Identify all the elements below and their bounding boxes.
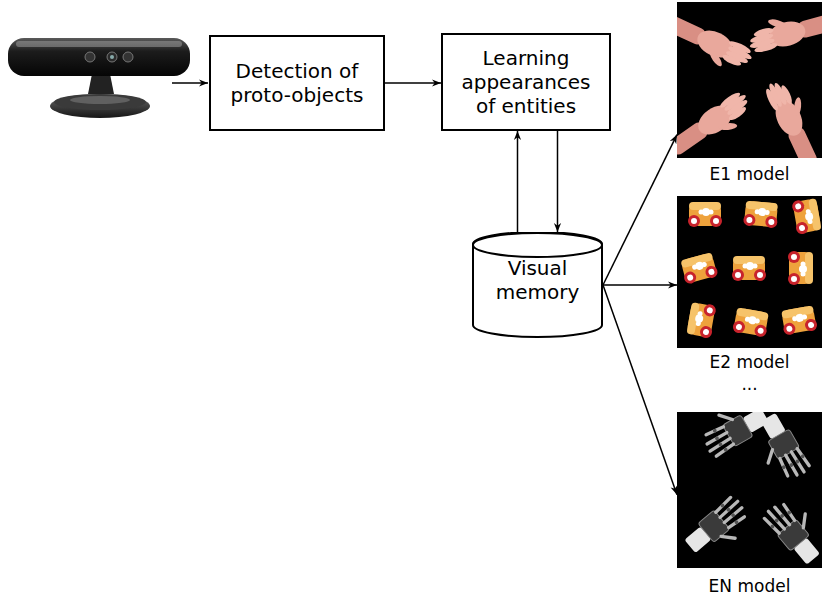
kinect-sensor	[0, 30, 200, 125]
ellipsis-label: ...	[677, 374, 822, 394]
panel-caption: E2 model	[710, 352, 790, 372]
process-box: Detection of proto-objects	[209, 35, 385, 131]
flow-arrow	[603, 285, 677, 495]
model-panel: E2 model	[677, 196, 822, 372]
node-label: Detection of proto-objects	[221, 59, 373, 107]
flow-arrow	[603, 135, 677, 285]
flow-arrow	[385, 82, 441, 84]
input-arrow	[172, 82, 208, 84]
flow-arrow	[517, 131, 519, 232]
node-label: Visual memory	[479, 256, 597, 304]
cylinder-top	[473, 233, 602, 257]
process-box: Learning appearances of entities	[441, 33, 611, 131]
node-label: Learning appearances of entities	[455, 46, 597, 118]
robot-hand-images	[677, 412, 822, 568]
model-panel: E1 model	[677, 2, 822, 184]
memory-cylinder: Visual memory	[472, 232, 603, 338]
panel-caption: EN model	[709, 576, 791, 596]
cylinder-body	[473, 232, 602, 337]
hands-images	[677, 2, 822, 158]
toy-car-images	[677, 196, 822, 348]
flow-arrow	[557, 131, 559, 232]
panel-caption: E1 model	[710, 164, 790, 184]
model-panel: EN model	[677, 412, 822, 596]
flow-arrow	[603, 284, 677, 286]
